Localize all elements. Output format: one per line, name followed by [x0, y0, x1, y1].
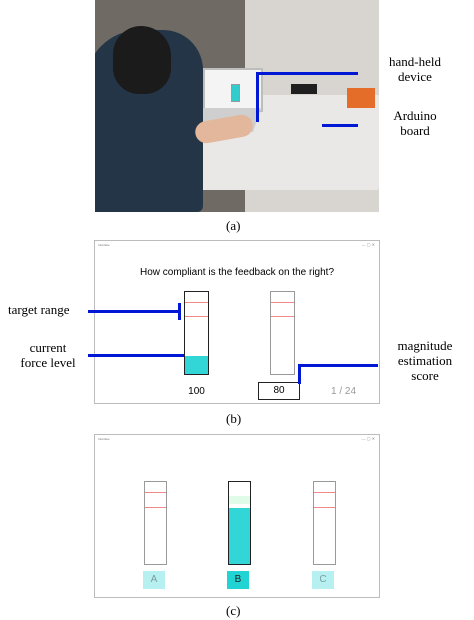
target-line-lower: [271, 316, 294, 317]
reference-force-bar: [184, 291, 209, 375]
trial-progress: 1 / 24: [331, 386, 357, 397]
laptop: [203, 68, 263, 112]
interface-window-b: Interface — ▢ ✕ How compliant is the fee…: [94, 240, 380, 404]
window-controls[interactable]: — ▢ ✕: [361, 436, 375, 441]
experiment-setup-photo: [95, 0, 379, 212]
window-title: Interface: [98, 437, 110, 441]
device-pointer-v: [256, 72, 259, 122]
arduino-hardware: [347, 88, 375, 108]
option-c-button[interactable]: C: [312, 571, 334, 589]
target-line-lower: [314, 507, 335, 508]
option-b-bar: [228, 481, 251, 565]
target-range-pointer: [88, 310, 180, 313]
option-b-fill: [229, 508, 250, 564]
device-pointer-h: [256, 72, 358, 75]
window-title: Interface: [98, 243, 110, 247]
caption-b: (b): [226, 411, 242, 426]
target-line-upper: [145, 492, 166, 493]
target-line-upper: [185, 302, 208, 303]
comparison-force-bar: [270, 291, 295, 375]
option-a-button[interactable]: A: [143, 571, 165, 589]
interface-window-c: Interface — ▢ ✕ A B C: [94, 434, 380, 598]
current-force-level-label: current force level: [20, 340, 76, 370]
magnitude-estimation-label: magnitude estimation score: [397, 338, 453, 383]
target-line-lower: [145, 507, 166, 508]
power-adapter: [291, 84, 317, 94]
target-band: [229, 496, 250, 504]
laptop-screen-bar: [231, 84, 240, 102]
target-line-upper: [271, 302, 294, 303]
participant-head: [113, 26, 171, 94]
score-pointer-h: [300, 364, 378, 367]
force-level-pointer: [88, 354, 184, 357]
current-force-fill: [185, 356, 208, 374]
option-c-bar: [313, 481, 336, 565]
question-text: How compliant is the feedback on the rig…: [140, 267, 334, 278]
window-controls[interactable]: — ▢ ✕: [361, 242, 375, 247]
option-b-button[interactable]: B: [227, 571, 249, 589]
hand-held-device-label: hand-held device: [389, 54, 441, 84]
target-line-upper: [314, 492, 335, 493]
option-a-bar: [144, 481, 167, 565]
magnitude-score-input[interactable]: 80: [258, 382, 300, 400]
caption-a: (a): [226, 218, 241, 233]
left-value: 100: [188, 386, 205, 397]
caption-c: (c): [226, 603, 241, 618]
target-range-bracket: [178, 303, 181, 320]
arduino-pointer: [322, 124, 358, 127]
arduino-board-label: Arduino board: [393, 108, 437, 138]
target-line-lower: [185, 316, 208, 317]
score-pointer-v: [298, 364, 301, 384]
target-range-label: target range: [8, 302, 70, 317]
